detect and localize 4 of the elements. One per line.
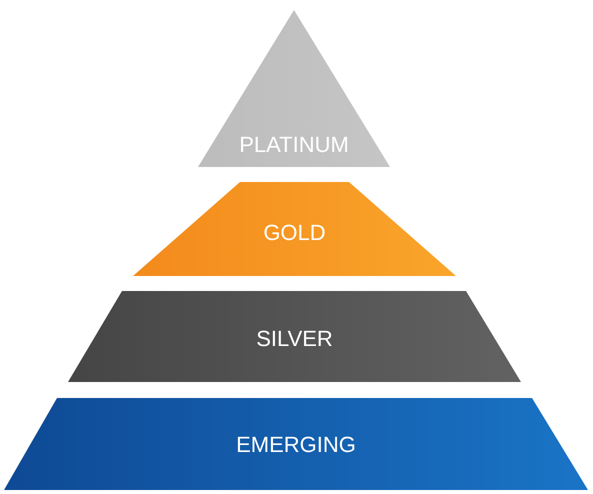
tier-label: EMERGING <box>236 432 356 458</box>
tier-label: PLATINUM <box>239 132 349 158</box>
tier-label: SILVER <box>256 326 333 352</box>
tier-label: GOLD <box>263 220 326 246</box>
